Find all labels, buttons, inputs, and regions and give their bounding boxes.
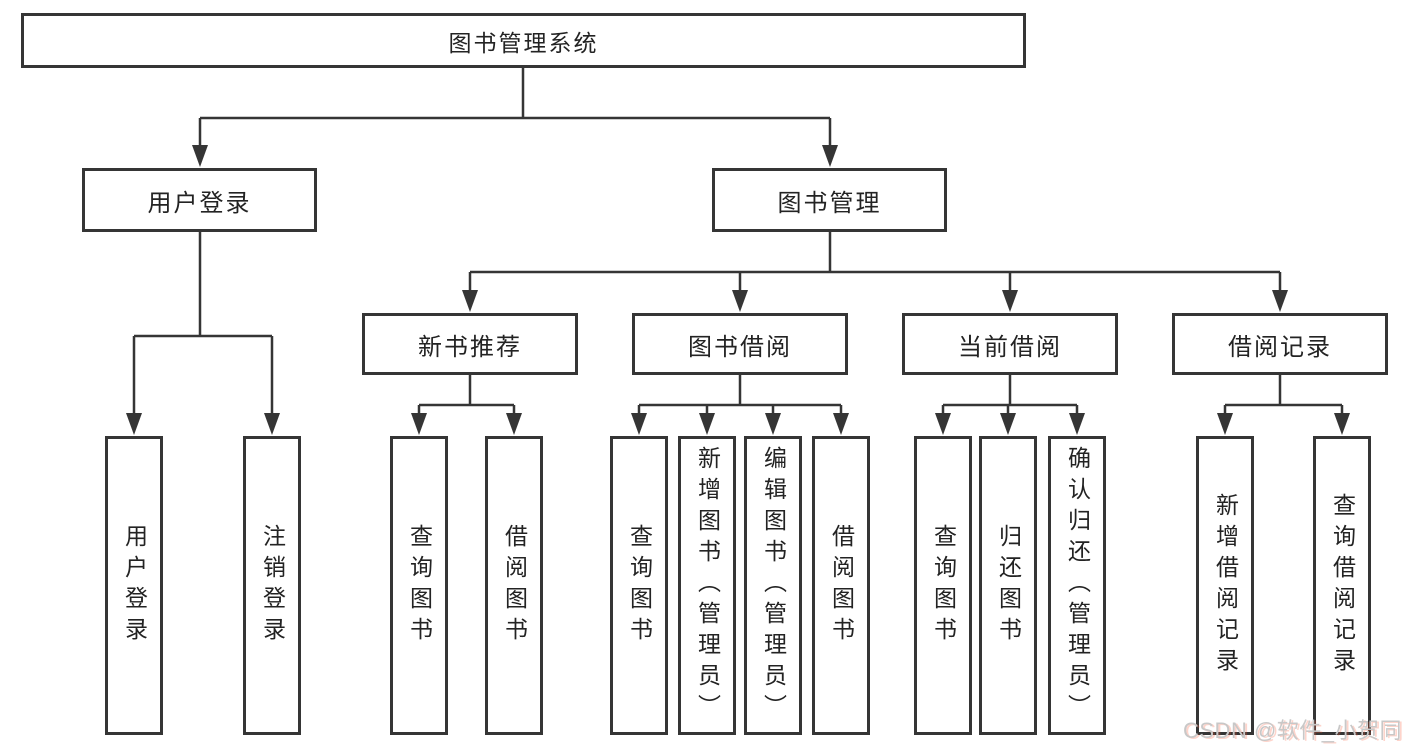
- leaf-query-books-current: 查询图书: [914, 436, 972, 735]
- connector-paths: [132, 68, 1344, 415]
- csdn-watermark: CSDN @软件_小贺同学: [1183, 718, 1403, 743]
- leaf-confirm-return-admin: 确认归还（管理员）: [1048, 436, 1106, 735]
- node-borrowing-records: 借阅记录: [1172, 313, 1388, 375]
- leaf-return-book: 归还图书: [979, 436, 1037, 735]
- leaf-borrow-books-recommend: 借阅图书: [485, 436, 543, 735]
- leaf-edit-book-admin: 编辑图书（管理员）: [744, 436, 802, 735]
- leaf-user-login: 用户登录: [105, 436, 163, 735]
- node-book-borrowing: 图书借阅: [632, 313, 848, 375]
- leaf-borrow-books: 借阅图书: [812, 436, 870, 735]
- node-book-management: 图书管理: [712, 168, 947, 232]
- node-current-borrowing: 当前借阅: [902, 313, 1118, 375]
- node-library-management-system: 图书管理系统: [21, 13, 1026, 68]
- node-user-login: 用户登录: [82, 168, 317, 232]
- leaf-add-book-admin: 新增图书（管理员）: [678, 436, 736, 735]
- leaf-query-borrow-record: 查询借阅记录: [1313, 436, 1371, 735]
- leaf-add-borrow-record: 新增借阅记录: [1196, 436, 1254, 735]
- leaf-query-books-recommend: 查询图书: [390, 436, 448, 735]
- leaf-logout: 注销登录: [243, 436, 301, 735]
- leaf-query-books-borrowing: 查询图书: [610, 436, 668, 735]
- connector-arrowheads: [126, 145, 1350, 435]
- node-new-book-recommend: 新书推荐: [362, 313, 578, 375]
